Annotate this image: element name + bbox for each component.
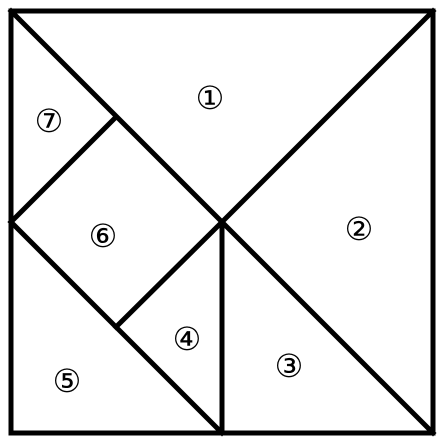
piece-label-1: ① — [196, 79, 225, 117]
square-upper-left-edge — [7, 113, 120, 226]
piece-label-5: ⑤ — [53, 362, 82, 400]
top-right-diagonal-line — [218, 7, 437, 226]
square-lower-right-edge — [112, 218, 226, 331]
piece-label-4: ④ — [173, 320, 202, 358]
piece-label-6: ⑥ — [89, 217, 118, 255]
piece-label-2: ② — [345, 210, 374, 248]
piece-label-7: ⑦ — [35, 102, 64, 140]
piece-label-3: ③ — [275, 347, 304, 385]
